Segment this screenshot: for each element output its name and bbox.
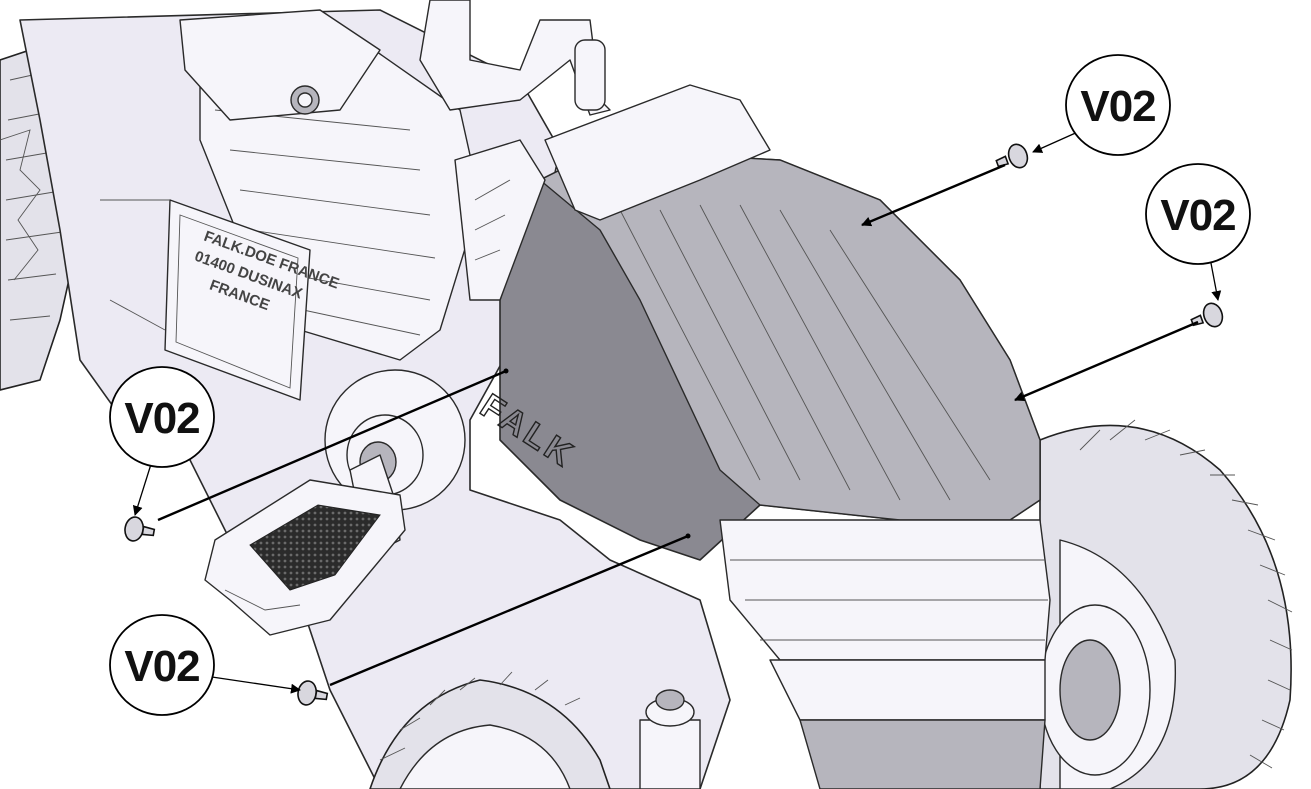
axle-nut — [639, 689, 701, 789]
callout-leader-2 — [1209, 257, 1222, 301]
callout-leader-3 — [132, 460, 153, 516]
callout-v02-left: V02 — [109, 366, 215, 468]
insertion-arrow-2 — [1014, 320, 1199, 402]
mount-point-3 — [503, 368, 509, 374]
pedal-hub — [324, 369, 466, 551]
callout-v02-right: V02 — [1145, 163, 1251, 265]
pedal — [204, 479, 406, 636]
callout-v02-bottom: V02 — [109, 614, 215, 716]
insertion-arrow-3 — [157, 369, 507, 522]
callout-leader-4 — [211, 676, 301, 694]
front-left-wheel — [369, 671, 611, 789]
svg-text:V02: V02 — [1080, 82, 1155, 131]
svg-text:V02: V02 — [1160, 191, 1235, 240]
insertion-arrow-4 — [329, 534, 689, 687]
mount-point-4 — [685, 533, 691, 539]
hood — [454, 84, 1051, 789]
screw-top-right-2 — [1190, 302, 1224, 328]
callout-leader-1 — [1032, 130, 1081, 153]
insertion-arrow-1 — [861, 163, 1006, 227]
front-right-wheel — [1039, 419, 1293, 789]
screw-top-right-1 — [995, 143, 1029, 169]
svg-text:V02: V02 — [124, 642, 199, 691]
svg-text:V02: V02 — [124, 394, 199, 443]
screw-left — [124, 516, 156, 542]
callout-v02-top: V02 — [1065, 54, 1171, 156]
screw-bottom — [297, 680, 329, 706]
